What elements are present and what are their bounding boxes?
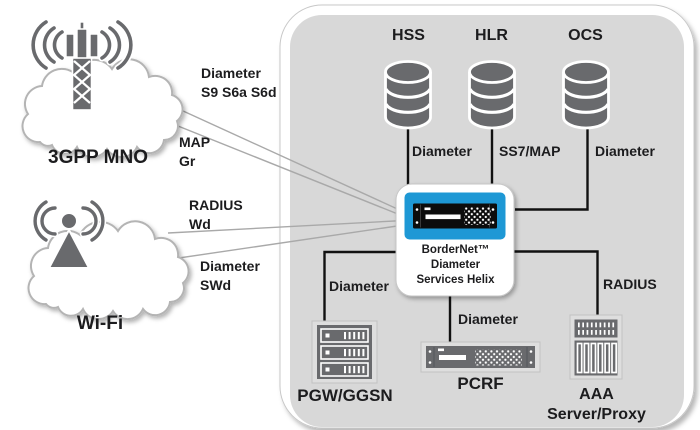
link-wd-label: RADIUS Wd [189, 196, 243, 234]
aaa-link-line [512, 250, 599, 316]
pgw-server-icon [311, 320, 378, 384]
link-s9-protocol: Diameter [201, 65, 261, 81]
hss-database-icon [383, 59, 433, 130]
bordernet-label-line2: Diameter [430, 259, 481, 271]
pgw-link-line [323, 250, 398, 322]
aaa-label-line2: Server/Proxy [547, 406, 646, 423]
link-gr-interfaces: Gr [179, 153, 196, 169]
pcrf-appliance-icon [420, 341, 541, 373]
hlr-protocol-label: SS7/MAP [499, 143, 561, 159]
link-s9-label: Diameter S9 S6a S6d [201, 64, 277, 102]
link-line-s9 [169, 104, 405, 213]
aaa-label-line1: AAA [579, 386, 614, 403]
core-connector-lines [323, 128, 599, 343]
ocs-protocol-label: Diameter [595, 143, 655, 159]
link-swd-label: Diameter SWd [200, 257, 260, 295]
aaa-label: AAA Server/Proxy [546, 385, 647, 425]
pcrf-protocol-label: Diameter [458, 311, 518, 327]
aaa-protocol-label: RADIUS [603, 276, 657, 292]
ocs-link-line [515, 128, 589, 211]
wifi-cloud-label: Wi-Fi [76, 313, 124, 334]
link-line-gr [167, 121, 405, 218]
pgw-protocol-label: Diameter [329, 278, 389, 294]
pgw-label: PGW/GGSN [297, 386, 393, 405]
cell-tower-icon [33, 22, 131, 111]
link-line-swd [171, 224, 405, 260]
mno-cloud [21, 58, 184, 159]
link-gr-label: MAP Gr [179, 133, 210, 171]
link-wd-interfaces: Wd [189, 216, 211, 232]
link-swd-interfaces: SWd [200, 277, 232, 293]
wifi-antenna-icon [35, 202, 103, 269]
hlr-database-icon [467, 59, 517, 130]
bordernet-node [395, 183, 515, 297]
ocs-database-icon [561, 59, 611, 130]
access-link-lines [167, 104, 405, 260]
ocs-label: OCS [568, 27, 603, 44]
pcrf-label: PCRF [457, 374, 504, 393]
aaa-server-icon [569, 314, 623, 380]
link-gr-protocol: MAP [179, 134, 211, 150]
bordernet-appliance-icon [413, 203, 497, 229]
mno-cloud-label: 3GPP MNO [48, 147, 148, 168]
link-s9-interfaces: S9 S6a S6d [201, 84, 277, 100]
bordernet-label: BorderNet™ Diameter Services Helix [397, 243, 514, 288]
hss-label: HSS [392, 27, 425, 44]
bordernet-label-line1: BorderNet™ [421, 244, 490, 256]
hlr-label: HLR [475, 27, 508, 44]
hss-protocol-label: Diameter [412, 143, 472, 159]
link-line-wd [167, 219, 405, 234]
bordernet-label-line3: Services Helix [416, 274, 495, 286]
link-swd-protocol: Diameter [200, 258, 260, 274]
link-wd-protocol: RADIUS [189, 197, 243, 213]
